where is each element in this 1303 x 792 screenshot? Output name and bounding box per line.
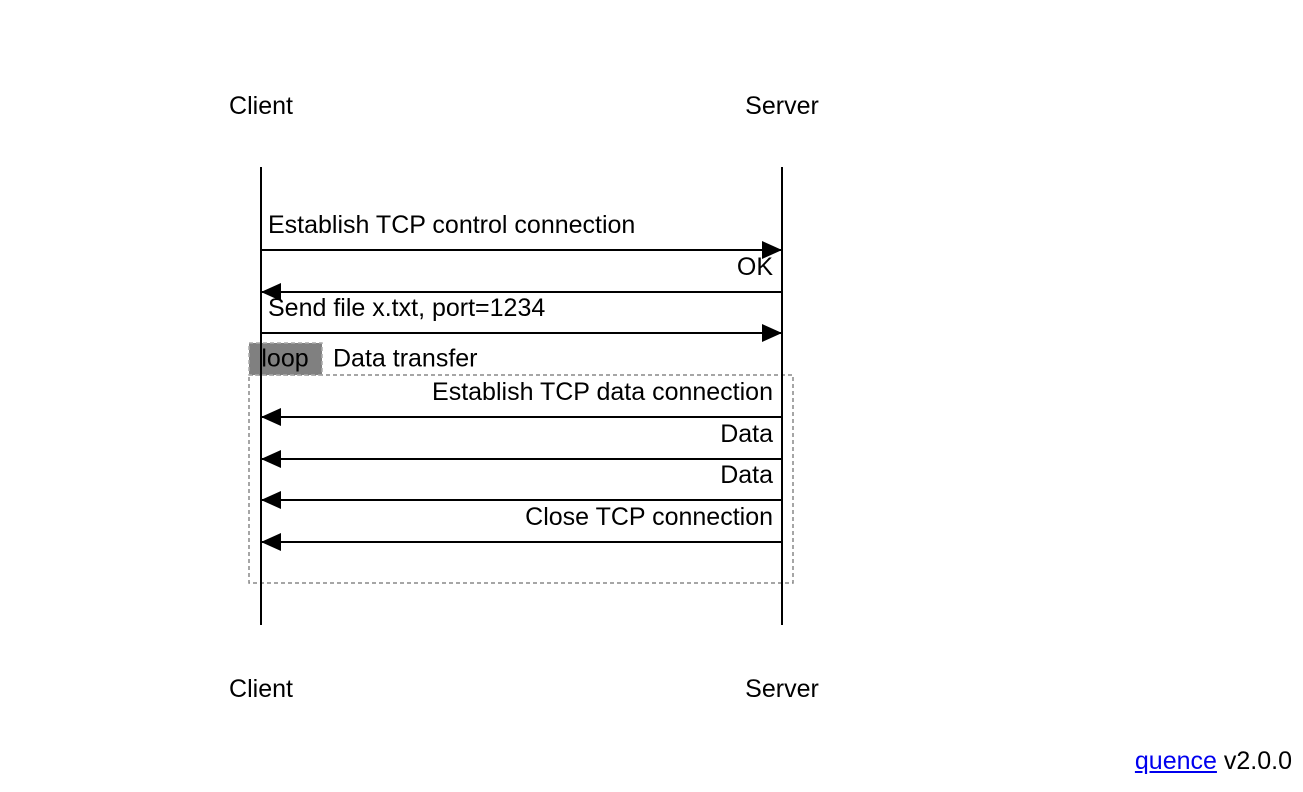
message-label: OK xyxy=(737,253,773,281)
message-label: Close TCP connection xyxy=(525,503,773,531)
loop-keyword: loop xyxy=(261,345,308,373)
message-label: Data xyxy=(720,420,773,448)
participant-server-bottom: Server xyxy=(745,675,819,703)
version-label: v2.0.0 xyxy=(1223,747,1292,775)
message-label: Data xyxy=(720,461,773,489)
footer: quence v2.0.0 xyxy=(1135,747,1292,776)
message: Establish TCP data connection xyxy=(261,378,782,426)
message-label: Send file x.txt, port=1234 xyxy=(268,294,545,322)
participant-client-bottom: Client xyxy=(229,675,293,703)
message: Send file x.txt, port=1234 xyxy=(261,294,782,342)
loop-guard-label: Data transfer xyxy=(333,345,478,373)
participant-server-top: Server xyxy=(745,92,819,120)
message: Establish TCP control connection xyxy=(261,211,782,259)
message-label: Establish TCP data connection xyxy=(432,378,773,406)
quence-link[interactable]: quence xyxy=(1134,747,1217,775)
message: OK xyxy=(261,253,782,301)
message-label: Establish TCP control connection xyxy=(268,211,635,239)
message: Data xyxy=(261,420,782,468)
message: Data xyxy=(261,461,782,509)
message: Close TCP connection xyxy=(261,503,782,551)
participant-client-top: Client xyxy=(229,92,293,120)
loop-fragment-box xyxy=(248,374,794,584)
